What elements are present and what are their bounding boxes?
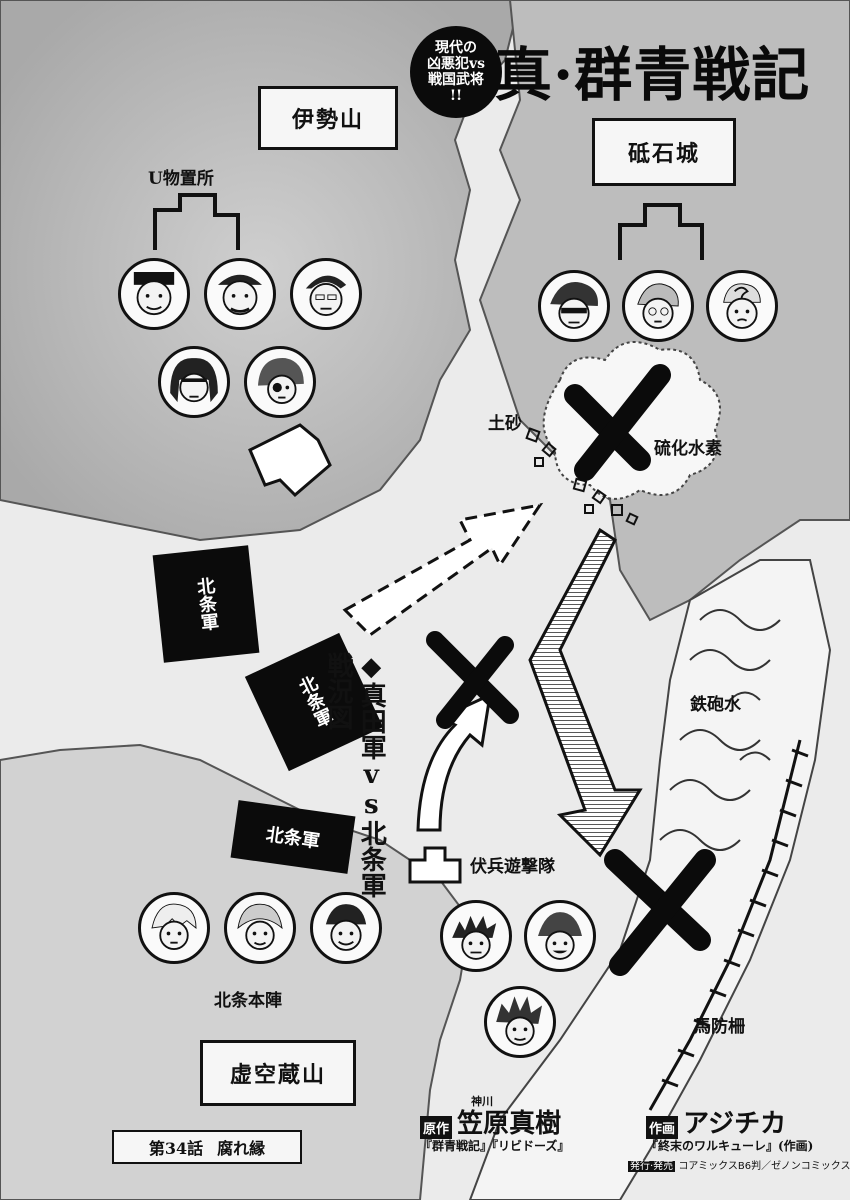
label-dosha: 土砂 [488, 414, 522, 434]
portrait-avatar [138, 892, 210, 964]
credit-art-tag: 作画 [646, 1116, 679, 1139]
label-horse-fence: 馬防柵 [694, 1017, 745, 1037]
x-mark-cloud [564, 364, 671, 481]
artist-works: 『終末のワルキューレ』(作画) [646, 1139, 814, 1153]
tagline-line: !! [449, 88, 463, 105]
x-mark-river [604, 849, 716, 976]
dashed-arrow [342, 502, 544, 637]
author-name: 笠原真樹 [457, 1109, 562, 1139]
x-mark-center [426, 631, 519, 729]
place-ise-mountain: 伊勢山 [258, 86, 398, 150]
portrait-avatar [224, 892, 296, 964]
publisher-tag: 発行·発売 [628, 1161, 676, 1172]
publisher-text: コアミックスB6判／ゼノンコミックス [678, 1161, 850, 1172]
label-ambush-squad: 伏兵遊撃隊 [470, 857, 555, 877]
horse-fence [648, 739, 809, 1111]
hatched-arrow [528, 527, 643, 858]
author-reading: 神川 [471, 1095, 494, 1108]
tagline-bubble: 現代の 凶悪犯vs 戦国武将 !! [410, 26, 502, 118]
portrait-avatar [538, 270, 610, 342]
chapter-box: 第34話 腐れ縁 [112, 1130, 302, 1164]
building-ise [248, 423, 332, 498]
label-u-storage: U物置所 [148, 169, 214, 189]
army-hojo-1: 北条軍 [152, 545, 260, 663]
curved-arrow [416, 692, 492, 832]
author-works: 『群青戦記』『リビドーズ』 [420, 1139, 570, 1153]
place-kokuzo-mountain: 虚空蔵山 [200, 1040, 356, 1106]
battle-map-title-line: 戦況図 [322, 652, 353, 730]
portrait-avatar [622, 270, 694, 342]
manga-title: 真·群青戦記 [494, 41, 811, 109]
credits: 原作 笠原真樹 神川 作画 アジチカ 『群青戦記』『リビドーズ』 『終末のワルキ… [420, 1095, 840, 1175]
tagline-line: 現代の [435, 39, 477, 56]
portrait-avatar [484, 986, 556, 1058]
publisher-line: 発行·発売 コアミックスB6判／ゼノンコミックス [628, 1157, 850, 1172]
portrait-avatar [440, 900, 512, 972]
portrait-avatar [706, 270, 778, 342]
toishi-castle-icon [618, 203, 704, 260]
portrait-avatar [524, 900, 596, 972]
portrait-avatar [118, 258, 190, 330]
label-hydrogen-sulfide: 硫化水素 [654, 439, 722, 459]
portrait-avatar [158, 346, 230, 418]
portrait-avatar [310, 892, 382, 964]
chapter-title: 腐れ縁 [217, 1139, 266, 1158]
portrait-avatar [290, 258, 362, 330]
dosha-debris [525, 427, 639, 526]
label-teppo-mizu: 鉄砲水 [690, 695, 741, 715]
teppo-mizu-waves [659, 609, 781, 851]
building-ambush [408, 846, 462, 884]
tagline-line: 戦国武将 [428, 72, 484, 88]
u-storage-castle-icon [153, 193, 240, 250]
battle-map-title-line: ◆真田軍vs北条軍 [356, 652, 387, 898]
label-hojo-hq: 北条本陣 [214, 991, 282, 1011]
credit-original-tag: 原作 [420, 1116, 453, 1139]
portrait-avatar [244, 346, 316, 418]
portrait-avatar [204, 258, 276, 330]
artist-name: アジチカ [683, 1109, 787, 1139]
army-label: 北条軍 [193, 575, 220, 632]
battle-map-title: ◆真田軍vs北条軍 戦況図 [78, 652, 387, 898]
tagline-line: 凶悪犯vs [426, 55, 486, 72]
place-toishi-castle: 砥石城 [592, 118, 736, 186]
chapter-number: 第34話 [148, 1139, 204, 1158]
